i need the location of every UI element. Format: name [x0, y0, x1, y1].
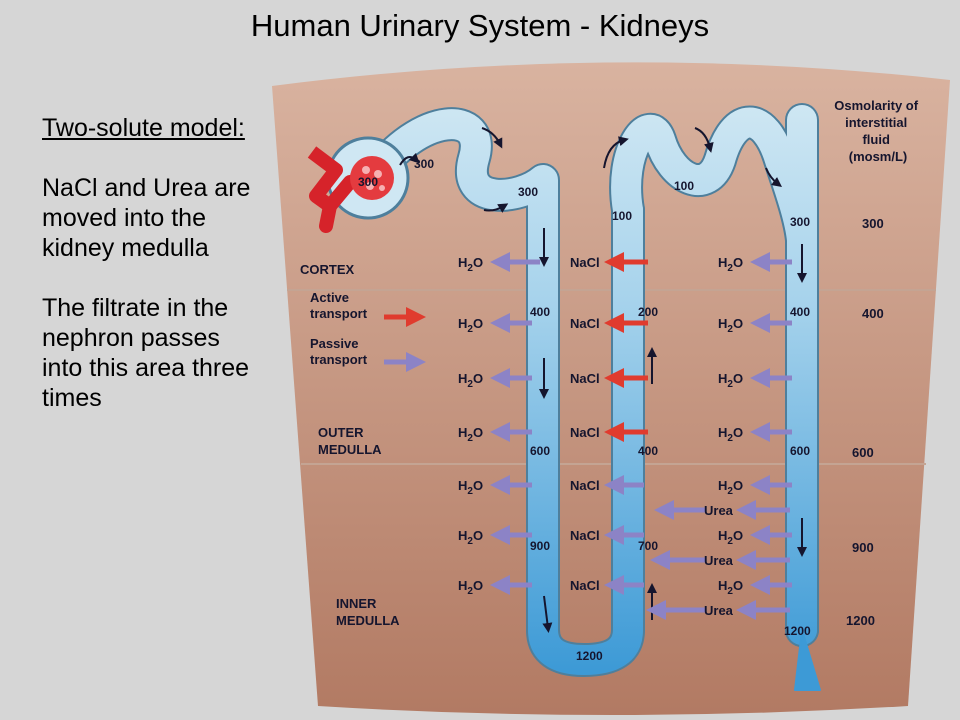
- side-note-heading: Two-solute model:: [42, 114, 245, 142]
- tubule-value: 300: [518, 185, 538, 199]
- zone-label-inner-medulla: INNER MEDULLA: [336, 596, 400, 628]
- water-label: H2O: [458, 255, 483, 274]
- salt-label: NaCl: [570, 478, 600, 493]
- legend-passive-label: Passive transport: [310, 336, 368, 367]
- water-label: H2O: [718, 478, 743, 497]
- tubule-value: 100: [612, 209, 632, 223]
- tubule-value: 600: [790, 444, 810, 458]
- water-label: H2O: [458, 425, 483, 444]
- salt-label: NaCl: [570, 371, 600, 386]
- water-label: H2O: [458, 578, 483, 597]
- urea-label: Urea: [704, 503, 734, 518]
- water-label: H2O: [458, 316, 483, 335]
- tubule-value: 300: [414, 157, 434, 171]
- urea-label: Urea: [704, 603, 734, 618]
- tubule-value: 300: [790, 215, 810, 229]
- water-label: H2O: [458, 371, 483, 390]
- urea-labels: Urea Urea Urea: [704, 503, 734, 618]
- osmolarity-value: 400: [862, 306, 884, 321]
- water-label: H2O: [718, 528, 743, 547]
- salt-label: NaCl: [570, 425, 600, 440]
- tubule-value: 400: [530, 305, 550, 319]
- osmolarity-value: 600: [852, 445, 874, 460]
- tubule-value: 700: [638, 539, 658, 553]
- water-arrows: [490, 252, 792, 595]
- osmolarity-value: 900: [852, 540, 874, 555]
- salt-label: NaCl: [570, 528, 600, 543]
- side-note-paragraph-2: The filtrate in the nephron passes into …: [42, 294, 250, 412]
- side-note: Two-solute model: NaCl and Urea are move…: [42, 113, 257, 443]
- water-label: H2O: [718, 316, 743, 335]
- water-label: H2O: [718, 371, 743, 390]
- tubule-value: 1200: [784, 624, 811, 638]
- zone-label-cortex: CORTEX: [300, 262, 355, 277]
- water-labels-descending: H2O H2O H2O H2O H2O H2O H2O: [458, 255, 483, 597]
- tubule-value: 200: [638, 305, 658, 319]
- tubule-value: 1200: [576, 649, 603, 663]
- water-label: H2O: [718, 425, 743, 444]
- tubule-value: 100: [674, 179, 694, 193]
- osmolarity-value: 1200: [846, 613, 875, 628]
- zone-label-outer-medulla: OUTER MEDULLA: [318, 425, 382, 457]
- osmolarity-value: 300: [862, 216, 884, 231]
- tubule-value: 600: [530, 444, 550, 458]
- glomerulus-value: 300: [358, 175, 378, 189]
- tubule-value: 900: [530, 539, 550, 553]
- salt-passive-arrows: [604, 475, 644, 595]
- water-label: H2O: [458, 528, 483, 547]
- tubule-value: 400: [638, 444, 658, 458]
- urea-label: Urea: [704, 553, 734, 568]
- water-label: H2O: [718, 578, 743, 597]
- page-title: Human Urinary System - Kidneys: [250, 8, 710, 43]
- tubule-value: 400: [790, 305, 810, 319]
- salt-label: NaCl: [570, 316, 600, 331]
- water-label: H2O: [458, 478, 483, 497]
- salt-label: NaCl: [570, 578, 600, 593]
- urea-arrows: [646, 500, 790, 620]
- legend-active-label: Active transport: [310, 290, 368, 321]
- salt-label: NaCl: [570, 255, 600, 270]
- osmolarity-header: Osmolarity of interstitial fluid (mosm/L…: [834, 98, 921, 164]
- salt-active-arrows: [604, 252, 648, 442]
- water-label: H2O: [718, 255, 743, 274]
- flow-arrows: [399, 127, 807, 633]
- water-labels-collecting: H2O H2O H2O H2O H2O H2O H2O: [718, 255, 743, 597]
- glomerulus: [307, 136, 410, 233]
- side-note-paragraph-1: NaCl and Urea are moved into the kidney …: [42, 174, 251, 262]
- salt-labels: NaCl NaCl NaCl NaCl NaCl NaCl NaCl: [570, 255, 600, 593]
